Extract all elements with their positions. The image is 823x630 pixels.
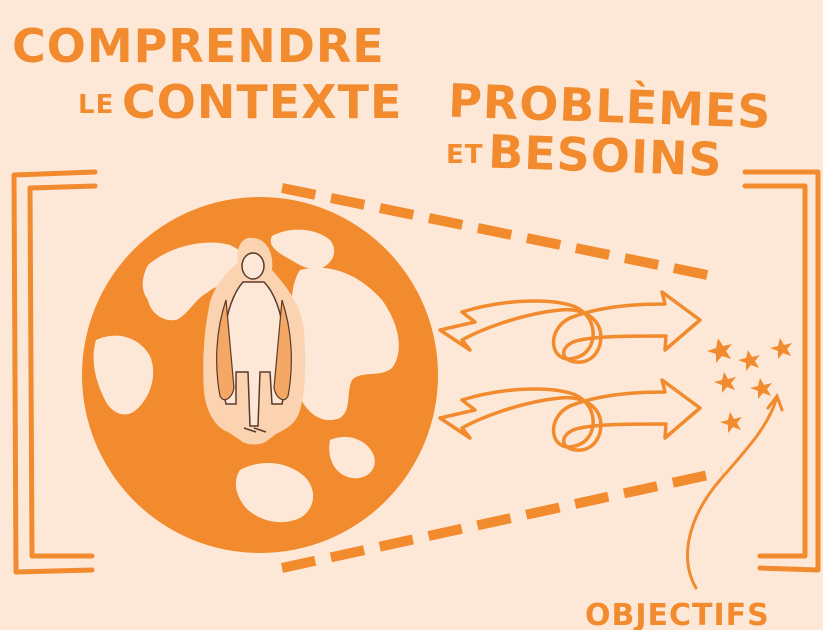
ribbon-arrow-icon-bottom bbox=[438, 378, 702, 452]
label-objectifs: OBJECTIFS bbox=[585, 598, 770, 630]
title-le: LE bbox=[78, 90, 114, 120]
sparkle-icon bbox=[720, 412, 742, 433]
left-bracket-icon bbox=[11, 169, 98, 575]
title-comprendre: COMPRENDRE bbox=[12, 19, 385, 73]
title-et: ET bbox=[446, 140, 484, 170]
sparkle-icon bbox=[714, 372, 736, 393]
sparkle-icon bbox=[750, 378, 772, 399]
right-bracket-icon bbox=[742, 169, 821, 573]
perspective-lines bbox=[280, 183, 724, 573]
title-problemes: PROBLÈMES bbox=[447, 74, 772, 139]
objectifs-pointer-arrow bbox=[686, 392, 784, 590]
sparkle-icon bbox=[707, 338, 732, 363]
sparkle-icon bbox=[770, 338, 792, 359]
title-contexte: CONTEXTE bbox=[122, 75, 402, 129]
sparkle-icon-group bbox=[707, 338, 792, 433]
sparkle-icon bbox=[738, 350, 760, 371]
hero-figure-icon bbox=[203, 237, 306, 445]
title-besoins: BESOINS bbox=[487, 125, 723, 187]
ribbon-arrow-icon-top bbox=[438, 290, 702, 364]
